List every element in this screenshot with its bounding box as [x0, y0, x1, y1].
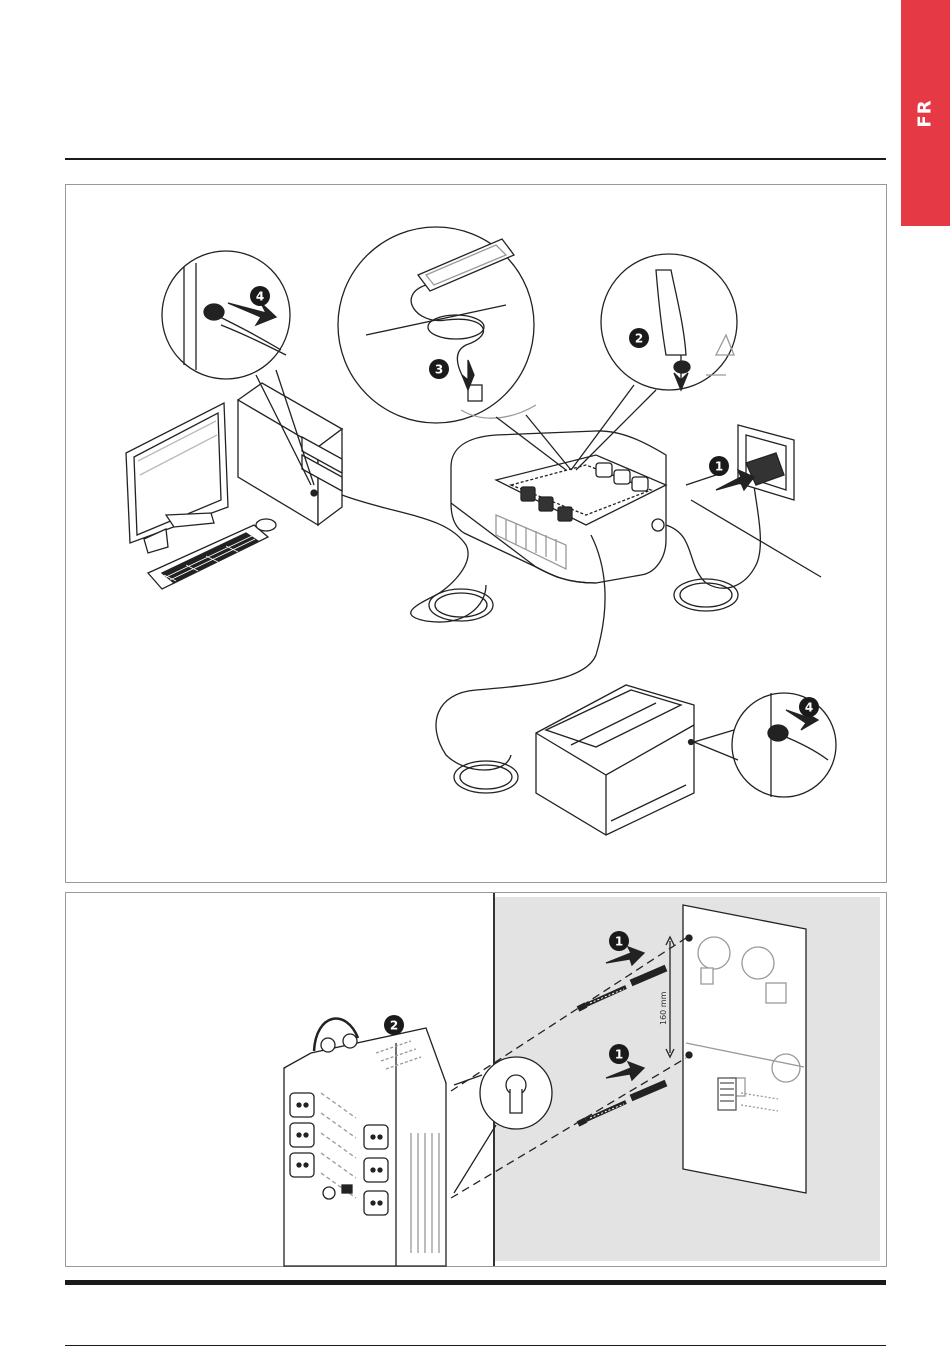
- wall-socket-illustration: [686, 425, 821, 577]
- connection-illustration: 4 2 3 1 4: [66, 185, 886, 882]
- step-badge-2: 2: [390, 1019, 398, 1033]
- monitor-illustration: [126, 403, 228, 553]
- connection-diagram-panel: 4 2 3 1 4: [65, 184, 887, 883]
- step-badge-3: 3: [435, 363, 443, 377]
- language-label: FR: [915, 99, 936, 127]
- footer-rule-thick: [65, 1280, 886, 1285]
- step-badge-4-pc: 4: [256, 290, 264, 304]
- distance-label: 160 mm: [659, 991, 668, 1025]
- step-badge-2: 2: [635, 332, 643, 346]
- wall-mounting-panel: 1 1 2 160 mm: [65, 892, 887, 1267]
- language-tab: FR: [901, 0, 950, 226]
- arrow-icon: [606, 947, 644, 965]
- step-badge-1-top: 1: [615, 935, 623, 949]
- step-badge-1-bottom: 1: [615, 1048, 623, 1062]
- ups-rear-view: [284, 1019, 446, 1266]
- header-rule: [65, 158, 886, 160]
- zoom-keyhole: [454, 1057, 552, 1193]
- mounting-illustration: 1 1 2 160 mm: [66, 893, 886, 1266]
- screw-and-plug-bottom: [578, 1083, 666, 1124]
- screw-and-plug-top: [578, 968, 666, 1009]
- arrow-icon: [606, 1062, 644, 1080]
- footer-rule-thin: [65, 1345, 886, 1346]
- mounting-template-sheet: [683, 905, 806, 1193]
- step-badge-1: 1: [715, 460, 723, 474]
- step-badge-4-printer: 4: [805, 701, 813, 715]
- printer-illustration: [536, 685, 694, 835]
- pc-tower-illustration: [238, 383, 342, 525]
